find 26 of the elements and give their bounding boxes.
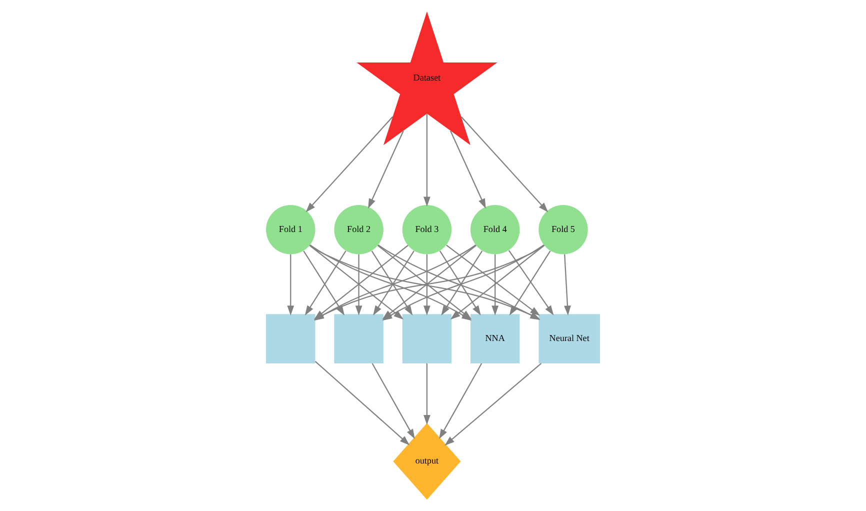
node-box <box>334 314 384 364</box>
node-circle: Fold 4 <box>470 205 520 254</box>
arrow <box>460 116 548 212</box>
arrow <box>424 114 430 207</box>
arrow <box>444 362 542 446</box>
arrow <box>287 254 294 316</box>
node-box: NNA <box>470 314 520 364</box>
node-circle: Fold 3 <box>402 205 452 254</box>
arrow <box>424 254 430 316</box>
arrow <box>372 363 415 440</box>
node-circle: Fold 2 <box>334 205 384 254</box>
node-box: Neural Net <box>538 314 600 364</box>
node-diamond: output <box>393 423 461 500</box>
arrow <box>450 130 486 209</box>
arrow <box>314 360 410 446</box>
node-box <box>402 314 452 364</box>
arrow <box>564 254 571 316</box>
arrow <box>492 254 499 316</box>
arrow <box>306 116 394 212</box>
node-circle: Fold 1 <box>266 205 316 254</box>
node-box <box>266 314 316 364</box>
arrow <box>424 363 430 425</box>
arrow <box>355 254 362 316</box>
node-circle: Fold 5 <box>538 205 588 254</box>
arrow <box>368 130 404 209</box>
arrow <box>439 363 482 440</box>
